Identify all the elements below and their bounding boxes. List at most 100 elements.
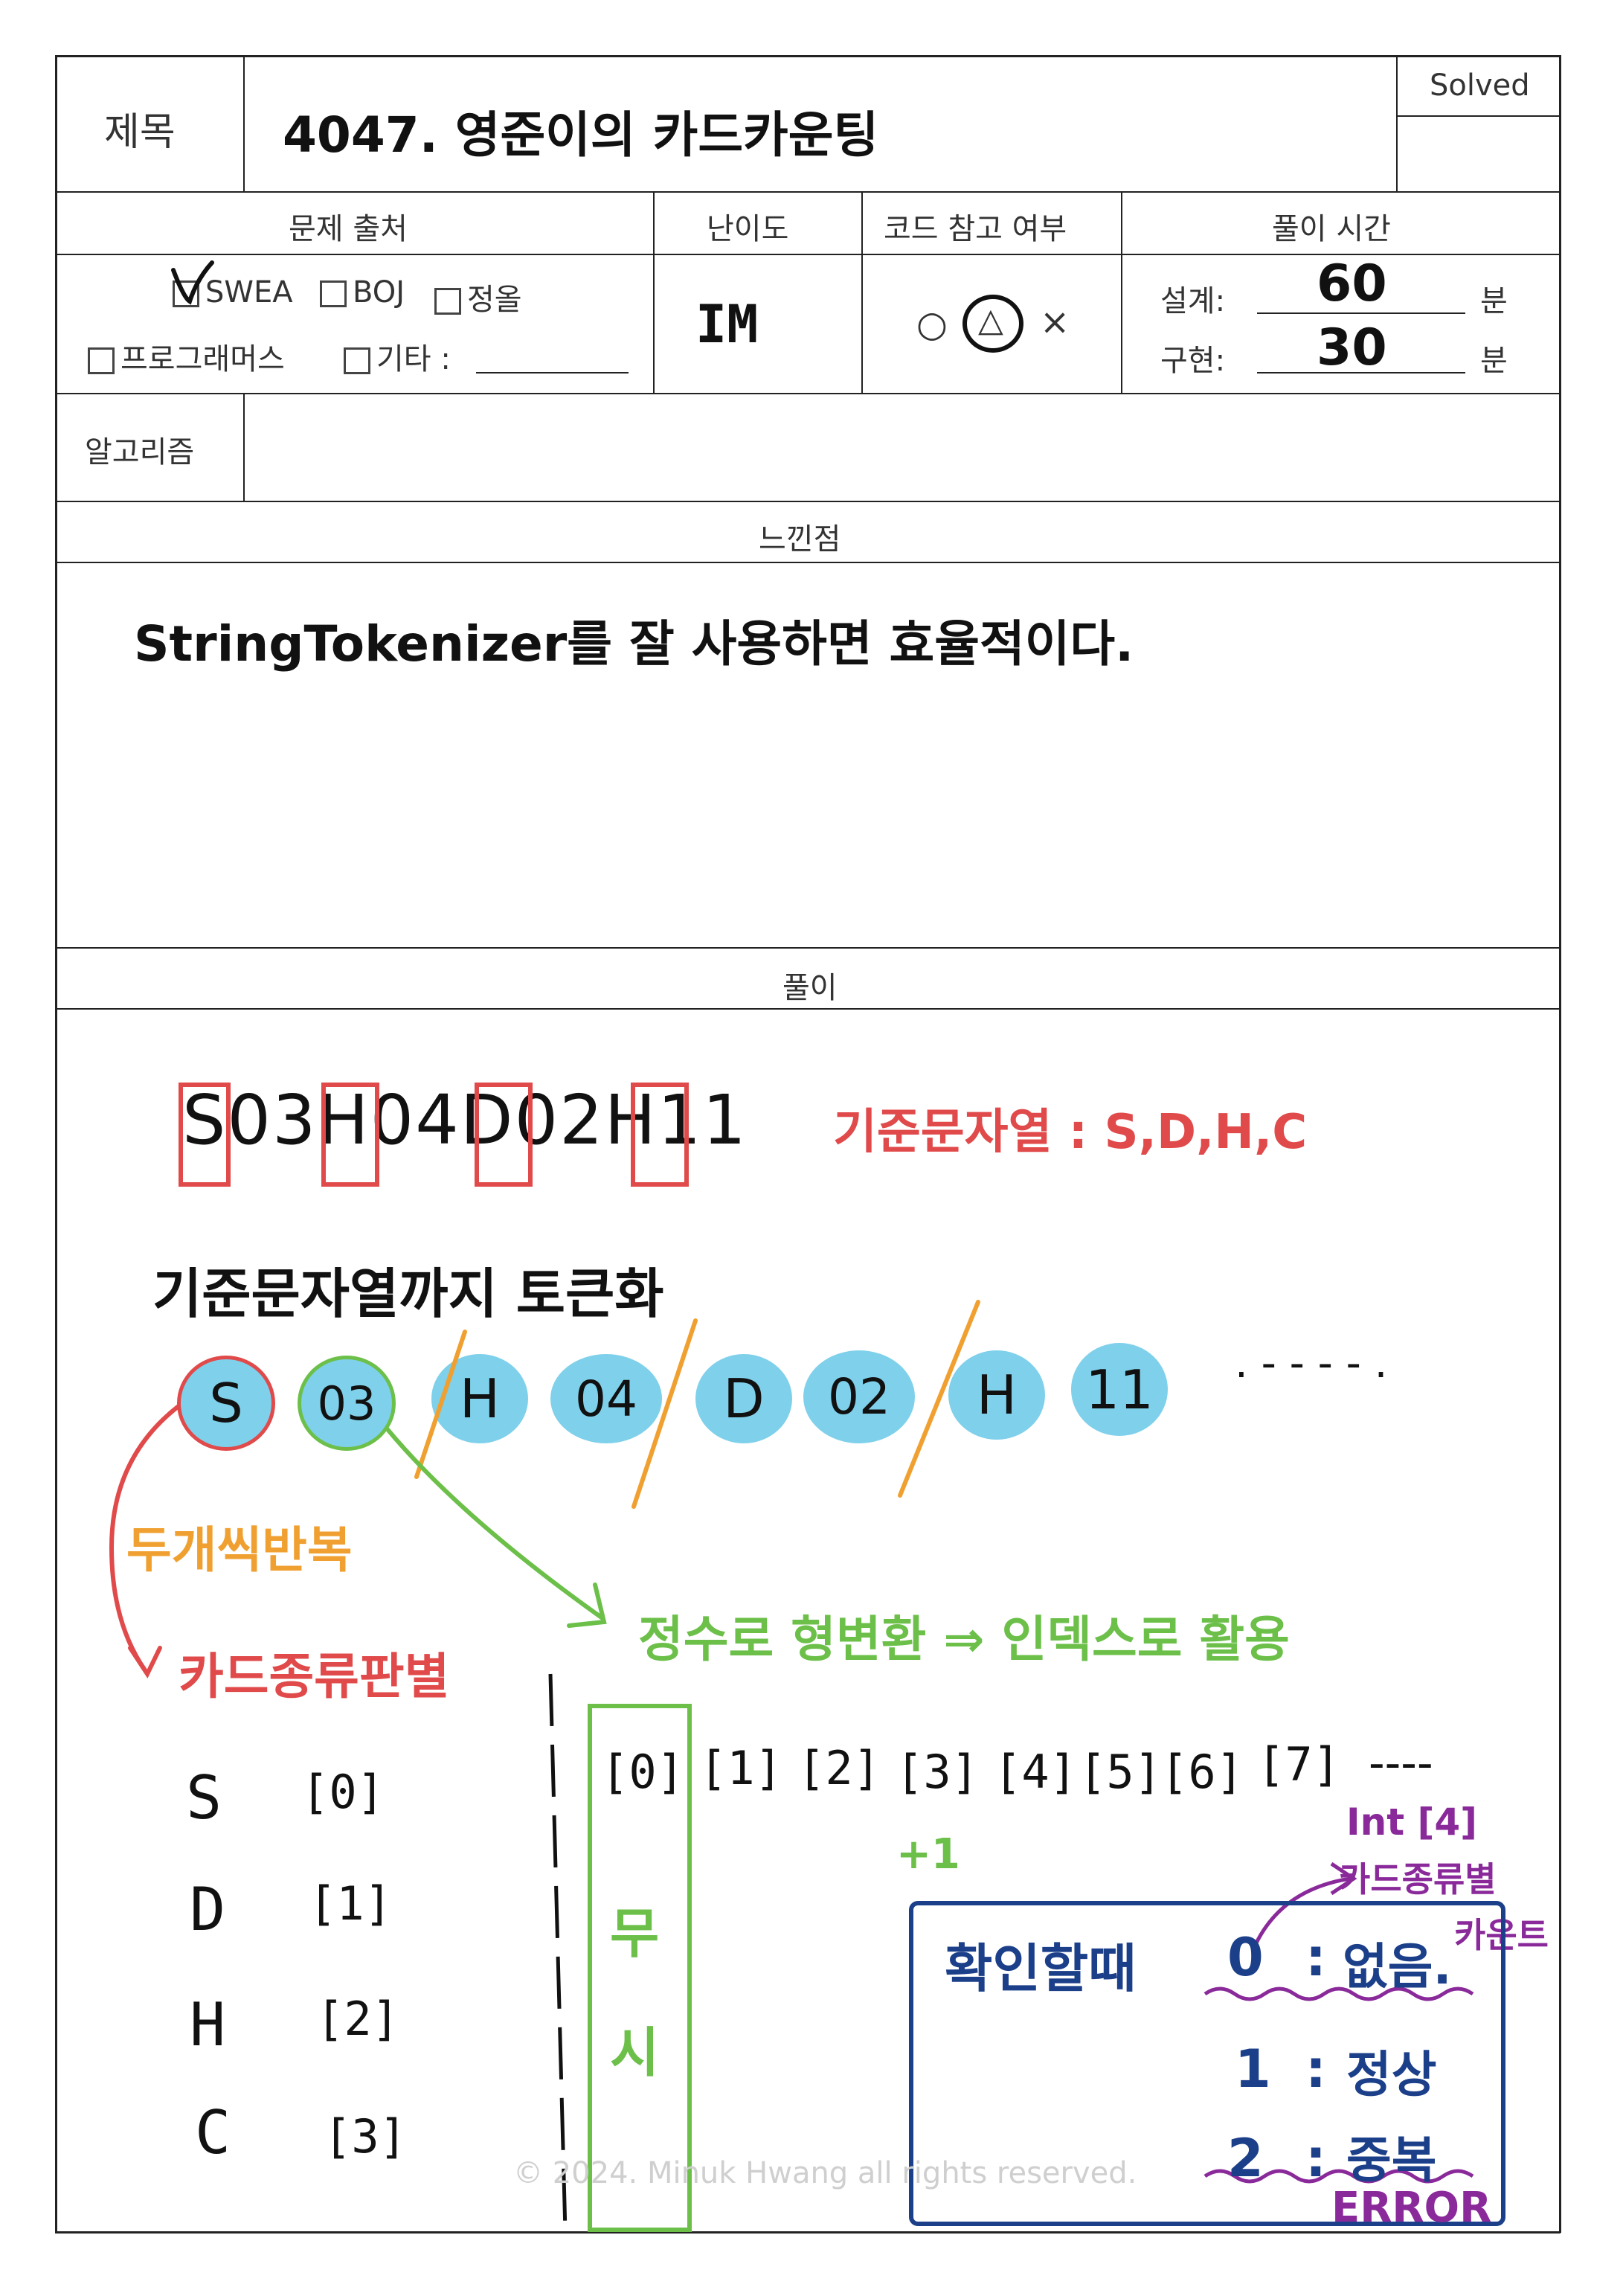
token-bubble-11: 11 (1071, 1343, 1168, 1436)
array-index-2: [2] (797, 1741, 881, 1795)
arrow-convert-head (567, 1582, 607, 1628)
source-option-jungol[interactable]: 정올 (434, 275, 522, 318)
check-key-2: 2 (1227, 2128, 1264, 2189)
checkbox-etc[interactable] (344, 347, 370, 374)
checkbox-swea[interactable] (173, 280, 199, 307)
input-char-h: H (317, 1080, 370, 1160)
watermark: © 2024. Minuk Hwang all rights reserved. (513, 2156, 1137, 2190)
check-value-2: 중복 (1346, 2132, 1437, 2189)
suit-c: C (195, 2098, 231, 2167)
token-bubble-s: S (177, 1356, 275, 1451)
arrow-card-type (109, 1404, 181, 1673)
source-header: 문제 출처 (289, 212, 408, 246)
checkbox-boj[interactable] (320, 280, 347, 307)
solution-header: 풀이 (782, 971, 838, 1005)
input-char-h2: H (604, 1080, 658, 1160)
check-box (909, 1901, 1505, 2226)
input-char-04: 04 (370, 1080, 460, 1160)
divider-1 (414, 1330, 467, 1479)
tokenize-title: 기준문자열까지 토큰화 (152, 1263, 664, 1325)
design-unit: 분 (1480, 284, 1508, 318)
source-option-swea[interactable]: SWEA (173, 275, 293, 310)
checkmark-icon (171, 260, 214, 305)
array-index-3: [3] (896, 1745, 979, 1799)
check-title: 확인할때 (945, 1938, 1137, 1999)
impl-underline (1257, 372, 1465, 373)
error-label: ERROR (1331, 2184, 1492, 2232)
code-reference-header: 코드 참고 여부 (884, 212, 1067, 246)
difficulty-header: 난이도 (707, 212, 789, 246)
divider-2 (631, 1318, 698, 1509)
convert-note: 정수로 형변환 ⇒ 인덱스로 활용 (638, 1611, 1290, 1668)
repeat-note: 두개씩반복 (126, 1521, 353, 1579)
suit-d-index: [1] (309, 1876, 392, 1931)
array-index-7: [7] (1257, 1737, 1340, 1792)
source-option-programmers[interactable]: 프로그래머스 (88, 335, 285, 378)
suit-d: D (190, 1875, 226, 1944)
ignore-box (588, 1704, 692, 2232)
arrow-convert (385, 1426, 605, 1620)
input-char-d: D (460, 1080, 515, 1160)
check-value-1: 정상 (1346, 2046, 1437, 2103)
int-array-note: Int [4] (1346, 1800, 1478, 1844)
design-label: 설계: (1160, 284, 1226, 318)
array-index-5: [5] (1079, 1745, 1162, 1799)
ignore-label-1: 무 (610, 1902, 660, 1965)
design-underline (1257, 312, 1465, 314)
ignore-label-2: 시 (610, 2021, 660, 2084)
suit-h: H (190, 1990, 226, 2059)
token-ellipsis: . - - - - . (1235, 1339, 1388, 1388)
algorithm-label: 알고리즘 (85, 435, 195, 469)
array-index-0: [0] (601, 1745, 684, 1799)
reflection-header: 느낀점 (759, 522, 841, 557)
input-char-s: S (182, 1080, 228, 1160)
plus-one-note: +1 (896, 1830, 960, 1879)
input-char-03: 03 (227, 1080, 318, 1160)
status-label: Solved (1430, 68, 1530, 103)
selected-circle-icon (962, 295, 1023, 353)
token-bubble-h2: H (948, 1350, 1045, 1440)
suit-s-index: [0] (301, 1765, 385, 1819)
check-colon-2: : (1305, 2128, 1326, 2189)
card-type-note: 카드종류판별 (179, 1648, 450, 1705)
checkbox-jungol[interactable] (434, 288, 461, 315)
array-index-4: [4] (994, 1745, 1077, 1799)
input-char-11: 11 (657, 1080, 748, 1160)
delimiter-box-h (321, 1083, 379, 1187)
option-triangle[interactable]: △ (978, 301, 1003, 339)
suit-h-index: [2] (316, 1992, 399, 2046)
check-colon-1: : (1305, 2039, 1326, 2100)
problem-title: 4047. 영준이의 카드카운팅 (283, 106, 879, 164)
check-colon-0: : (1305, 1927, 1326, 1988)
suit-s: S (186, 1763, 222, 1832)
array-index-1: [1] (699, 1741, 782, 1795)
impl-unit: 분 (1480, 344, 1508, 378)
reflection-text: StringTokenizer를 잘 사용하면 효율적이다. (134, 615, 1134, 673)
token-bubble-d: D (695, 1354, 792, 1443)
option-o[interactable]: ○ (916, 304, 948, 345)
delimiter-box-s (179, 1083, 231, 1187)
title-label: 제목 (104, 110, 176, 155)
impl-label: 구현: (1160, 344, 1226, 378)
checkbox-programmers[interactable] (88, 347, 115, 374)
suit-c-index: [3] (324, 2109, 407, 2164)
design-value: 60 (1317, 254, 1387, 313)
wavy-underline-0 (1203, 1986, 1474, 2001)
token-bubble-03: 03 (298, 1356, 396, 1451)
solve-time-header: 풀이 시간 (1272, 212, 1391, 246)
etc-underline (476, 372, 629, 373)
arrow-card-type-head (128, 1646, 162, 1679)
token-bubble-h: H (431, 1354, 528, 1443)
token-dividers (414, 1300, 980, 1509)
source-option-boj[interactable]: BOJ (320, 275, 405, 310)
token-bubble-04: 04 (550, 1354, 662, 1443)
source-option-etc[interactable]: 기타 : (344, 335, 451, 378)
check-key-1: 1 (1235, 2039, 1271, 2100)
token-bubble-02: 02 (803, 1350, 915, 1443)
option-x[interactable]: × (1040, 301, 1070, 343)
array-index-6: [6] (1160, 1745, 1244, 1799)
check-value-0: 없음. (1343, 1938, 1452, 1995)
difficulty-value: IM (695, 294, 759, 355)
int-array-note-sub: 카드종류별 (1339, 1859, 1497, 1899)
